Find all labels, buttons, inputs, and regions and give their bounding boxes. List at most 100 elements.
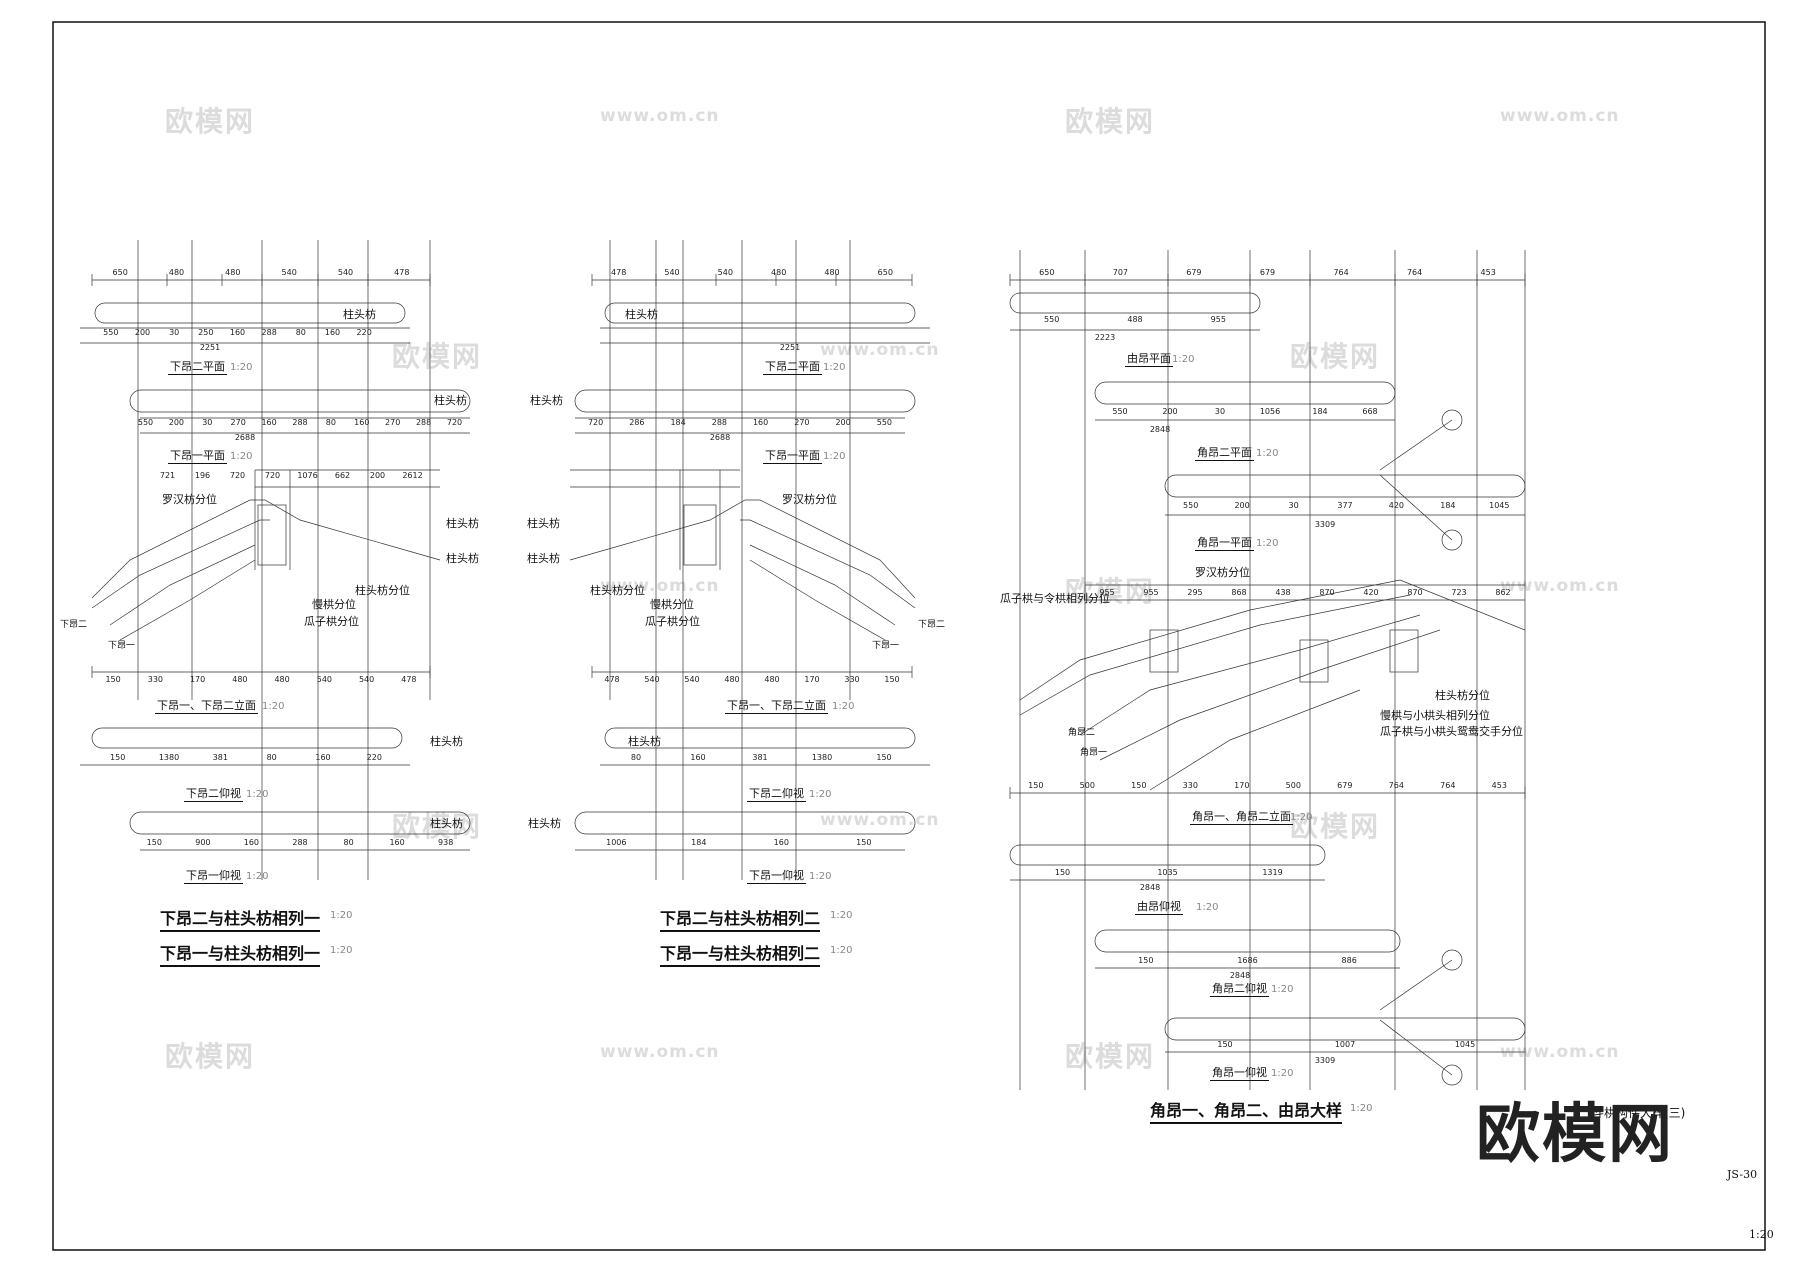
dimension-label: 870 [1407,588,1422,597]
dimension-label: 938 [438,838,453,847]
dimension-label: 80 [631,753,641,762]
annotation-guazigong-linggong: 瓜子栱与令栱相列分位 [1000,592,1110,605]
sheet-code: JS-30 [1727,1168,1758,1181]
dimension-label: 250 [198,328,213,337]
dimension-label: 540 [359,675,374,684]
dimension-label: 80 [267,753,277,762]
view-title-youang-soffit: 由昂仰视 [1135,900,1183,915]
dimension-label: 200 [370,471,385,480]
dimension-label: 220 [357,328,372,337]
member-label-zhutoufang: 柱头枋 [528,817,561,830]
view-title-jiaoang-elevation: 角昂一、角昂二立面 [1190,810,1293,825]
view-scale: 1:20 [1196,902,1219,913]
member-label-zhutoufang: 柱头枋 [527,552,560,565]
detail-scale: 1:20 [1350,1103,1373,1114]
watermark-url: www.om.cn [600,1042,720,1062]
view-title-plan-2: 下昂二平面 [763,360,822,375]
watermark-url: www.om.cn [820,810,940,830]
dimension-label: 650 [878,268,893,277]
dimension-label: 1045 [1455,1040,1475,1049]
view-scale: 1:20 [809,789,832,800]
dimension-total: 3309 [1315,520,1335,529]
dimension-label: 453 [1481,268,1496,277]
dimension-total: 2848 [1140,883,1160,892]
annotation-mangong: 慢栱分位 [312,598,356,611]
dimension-label: 478 [401,675,416,684]
dimension-label: 150 [147,838,162,847]
dimension-total: 3309 [1315,1056,1335,1065]
watermark-url: www.om.cn [1500,576,1620,596]
dimension-label: 764 [1333,268,1348,277]
member-label-zhutoufang: 柱头枋 [434,394,467,407]
view-scale: 1:20 [1256,448,1279,459]
watermark-brand: 欧模网 [1290,340,1381,373]
dimension-total: 2848 [1150,425,1170,434]
dimension-label: 480 [232,675,247,684]
dimension-label: 862 [1495,588,1510,597]
dimension-label: 679 [1337,781,1352,790]
dimension-total: 2251 [780,343,800,352]
watermark-url: www.om.cn [600,576,720,596]
dimension-label: 80 [296,328,306,337]
dimension-label: 288 [416,418,431,427]
dimension-label: 453 [1492,781,1507,790]
member-label-zhutoufang: 柱头枋 [343,308,376,321]
watermark-url: www.om.cn [600,106,720,126]
view-title-soffit-2: 下昂二仰视 [747,787,806,802]
annotation-guazigong: 瓜子栱分位 [304,615,359,628]
dimension-label: 30 [1215,407,1225,416]
dimension-label: 381 [752,753,767,762]
annotation-xiaang-2: 下昂二 [60,620,88,630]
dimension-label: 150 [1131,781,1146,790]
dimension-label: 160 [690,753,705,762]
dimension-label: 150 [856,838,871,847]
member-label-zhutoufang: 柱头枋 [628,735,661,748]
view-title-soffit-2: 下昂二仰视 [184,787,243,802]
dimension-label: 160 [389,838,404,847]
watermark-brand: 欧模网 [165,1040,256,1073]
detail-scale: 1:20 [830,910,853,921]
dimension-label: 679 [1186,268,1201,277]
dimension-label: 160 [244,838,259,847]
dimension-label: 650 [113,268,128,277]
dimension-label: 550 [1044,315,1059,324]
dimension-label: 330 [148,675,163,684]
dimension-label: 160 [354,418,369,427]
dimension-label: 270 [385,418,400,427]
member-label-zhutoufang: 柱头枋 [446,517,479,530]
watermark-brand: 欧模网 [1065,1040,1156,1073]
dimension-label: 540 [664,268,679,277]
view-title-jiaoang2-plan: 角昂二平面 [1195,446,1254,461]
dimension-label: 707 [1113,268,1128,277]
dimension-label: 381 [213,753,228,762]
dimension-label: 270 [794,418,809,427]
dimension-label: 288 [292,838,307,847]
detail-scale: 1:20 [330,910,353,921]
dimension-label: 679 [1260,268,1275,277]
dimension-label: 170 [190,675,205,684]
dimension-label: 550 [1112,407,1127,416]
dimension-label: 488 [1127,315,1142,324]
dimension-label: 480 [225,268,240,277]
annotation-luohanfang: 罗汉枋分位 [1195,566,1250,579]
dimension-label: 150 [884,675,899,684]
view-title-plan-1: 下昂一平面 [168,449,227,464]
watermark-url: www.om.cn [1500,106,1620,126]
dimension-label: 270 [231,418,246,427]
detail-title: 下昂二与柱头枋相列二 [660,905,821,932]
dimension-label: 723 [1451,588,1466,597]
dimension-label: 540 [338,268,353,277]
dimension-label: 288 [712,418,727,427]
view-title-youang-plan: 由昂平面 [1125,352,1173,367]
dimension-label: 868 [1231,588,1246,597]
dimension-label: 550 [1183,501,1198,510]
dimension-label: 330 [844,675,859,684]
dimension-label: 150 [876,753,891,762]
dimension-label: 184 [691,838,706,847]
dimension-label: 150 [1055,868,1070,877]
annotation-zhutoufang-fenwei: 柱头枋分位 [1435,689,1490,702]
watermark-url: www.om.cn [820,340,940,360]
annotation-mangong-xiaogongtou: 慢栱与小栱头相列分位 [1380,709,1490,722]
